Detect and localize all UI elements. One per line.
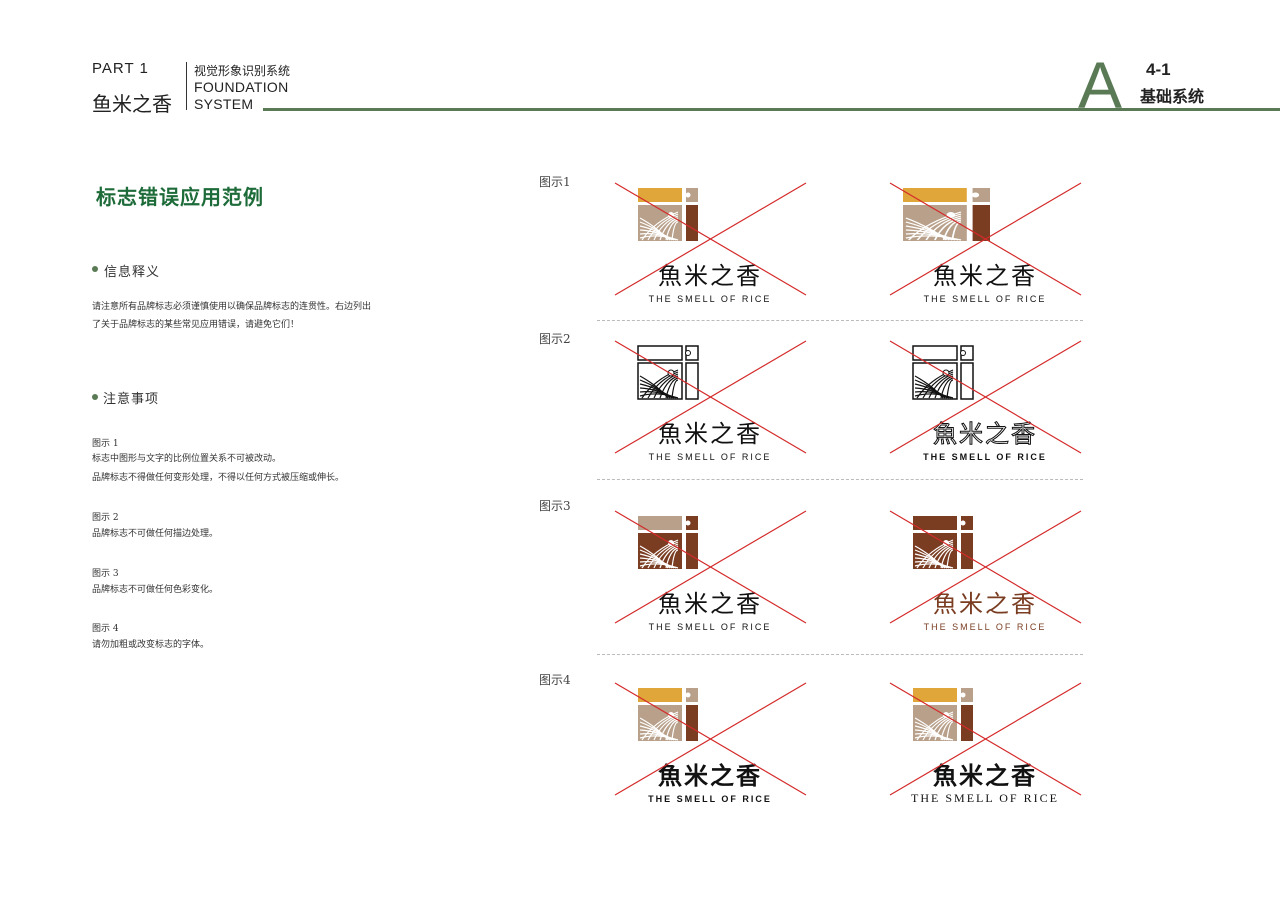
- section-title: 基础系统: [1140, 87, 1205, 106]
- info-body-line1: 请注意所有品牌标志必须谨慎使用以确保品牌标志的连贯性。右边列出: [92, 302, 372, 312]
- section-letter: A: [1078, 52, 1122, 112]
- notes-heading: 注意事项: [103, 392, 160, 407]
- logo-wordmark-en: THE SMELL OF RICE: [924, 294, 1047, 304]
- logo-wordmark-cn: 魚米之香: [933, 262, 1037, 290]
- note-2-line1: 品牌标志不可做任何描边处理。: [92, 529, 219, 539]
- logo-wordmark-cn: 魚米之香: [658, 262, 762, 290]
- logo-emblem: [903, 188, 990, 241]
- error-cross: [889, 510, 1082, 624]
- logo-emblem: [913, 516, 973, 569]
- note-3-line1: 品牌标志不可做任何色彩变化。: [92, 585, 219, 595]
- wrong-logo-4a: 魚米之香 THE SMELL OF RICE: [614, 682, 807, 804]
- system-title-en-line2: SYSTEM: [194, 96, 254, 112]
- error-cross: [889, 340, 1082, 454]
- notes-bullet: [92, 394, 98, 400]
- header-divider: [186, 62, 187, 110]
- figure-1-label: 图示1: [539, 175, 571, 189]
- wrong-logo-2a: 魚米之香 THE SMELL OF RICE: [614, 340, 807, 462]
- logo-wordmark-en: THE SMELL OF RICE: [911, 791, 1059, 805]
- section-number: 4-1: [1146, 60, 1171, 79]
- logo-wordmark-cn: 魚米之香: [933, 420, 1037, 448]
- logo-wordmark-en: THE SMELL OF RICE: [924, 622, 1047, 632]
- logo-mark: 魚米之香 THE SMELL OF RICE: [638, 516, 772, 632]
- logo-wordmark-en: THE SMELL OF RICE: [923, 452, 1047, 462]
- brand-name: 鱼米之香: [92, 92, 172, 116]
- system-title-en-line1: FOUNDATION: [194, 79, 289, 95]
- figure-3-label: 图示3: [539, 499, 571, 513]
- logo-wordmark-en: THE SMELL OF RICE: [649, 294, 772, 304]
- logo-mark: 魚米之香 THE SMELL OF RICE: [913, 516, 1047, 632]
- note-1-label: 图示 1: [92, 439, 119, 449]
- note-2-label: 图示 2: [92, 513, 119, 523]
- note-1-line2: 品牌标志不得做任何变形处理，不得以任何方式被压缩或伸长。: [92, 473, 345, 483]
- logo-emblem: [638, 688, 698, 741]
- note-4-label: 图示 4: [92, 624, 119, 634]
- logo-mark: 魚米之香 THE SMELL OF RICE: [903, 188, 1047, 304]
- system-title-cn: 视觉形象识别系统: [194, 64, 291, 78]
- logo-mark: 魚米之香 THE SMELL OF RICE: [912, 345, 1047, 462]
- error-cross: [614, 182, 807, 296]
- logo-wordmark-cn: 魚米之香: [933, 761, 1037, 790]
- note-3-label: 图示 3: [92, 569, 119, 579]
- error-cross: [614, 510, 807, 624]
- logo-wordmark-en: THE SMELL OF RICE: [649, 622, 772, 632]
- row-separator: [597, 320, 1083, 321]
- note-4-line1: 请勿加粗或改变标志的字体。: [92, 640, 210, 650]
- info-heading: 信息释义: [104, 265, 161, 280]
- figure-4-label: 图示4: [539, 673, 571, 687]
- info-bullet: [92, 266, 98, 272]
- row-separator: [597, 654, 1083, 655]
- figure-2-label: 图示2: [539, 332, 571, 346]
- wrong-logo-3a: 魚米之香 THE SMELL OF RICE: [614, 510, 807, 632]
- error-cross: [889, 182, 1082, 296]
- error-cross: [614, 340, 807, 454]
- error-cross: [614, 682, 807, 796]
- logo-wordmark-cn: 魚米之香: [658, 590, 762, 618]
- logo-emblem: [637, 345, 699, 400]
- row-separator: [597, 479, 1083, 480]
- logo-wordmark-cn: 魚米之香: [933, 590, 1037, 618]
- svg-text:A: A: [1078, 52, 1122, 112]
- page-title: 标志错误应用范例: [96, 185, 264, 209]
- error-cross: [889, 682, 1082, 796]
- logo-wordmark-en: THE SMELL OF RICE: [648, 794, 772, 804]
- header-rule: [263, 108, 1280, 111]
- logo-emblem: [638, 188, 698, 241]
- logo-mark: 魚米之香 THE SMELL OF RICE: [637, 345, 772, 462]
- logo-emblem: [638, 516, 698, 569]
- logo-mark: 魚米之香 THE SMELL OF RICE: [638, 188, 772, 304]
- info-body-line2: 了关于品牌标志的某些常见应用错误，请避免它们！: [92, 320, 300, 330]
- logo-emblem: [912, 345, 974, 400]
- logo-mark: 魚米之香 THE SMELL OF RICE: [638, 688, 772, 804]
- logo-wordmark-cn: 魚米之香: [658, 420, 762, 448]
- note-1-line1: 标志中图形与文字的比例位置关系不可被改动。: [92, 454, 282, 464]
- wrong-logo-2b: 魚米之香 THE SMELL OF RICE: [889, 340, 1082, 462]
- wrong-logo-3b: 魚米之香 THE SMELL OF RICE: [889, 510, 1082, 632]
- logo-wordmark-en: THE SMELL OF RICE: [649, 452, 772, 462]
- logo-wordmark-cn: 魚米之香: [658, 762, 762, 790]
- wrong-logo-1b: 魚米之香 THE SMELL OF RICE: [889, 182, 1082, 304]
- part-label: PART 1: [92, 60, 149, 77]
- wrong-logo-1a: 魚米之香 THE SMELL OF RICE: [614, 182, 807, 304]
